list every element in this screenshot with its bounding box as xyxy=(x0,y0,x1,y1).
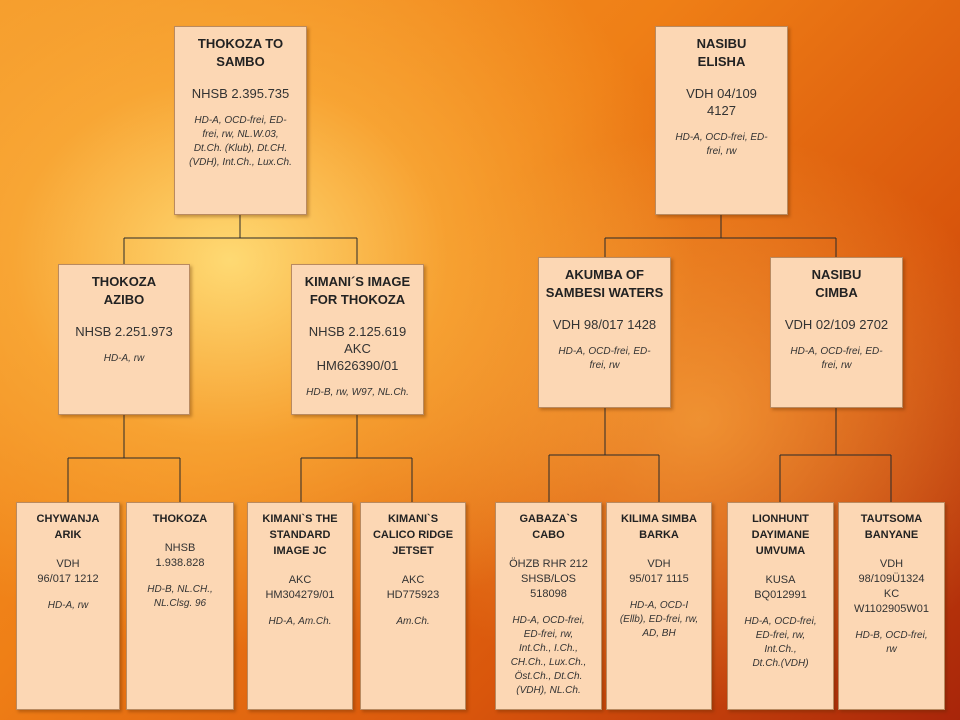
grandparent-registration: KUSA BQ012991 xyxy=(754,574,807,601)
grandparent-name: KIMANI`S CALICO RIDGE JETSET xyxy=(372,513,454,557)
grandparent-box-4: KIMANI`S CALICO RIDGE JETSET AKC HD77592… xyxy=(360,502,466,710)
dam-sire-name: AKUMBA OF SAMBESI WATERS xyxy=(545,267,664,300)
grandparent-box-2: THOKOZA NHSB 1.938.828 HD-B, NL.CH., NL.… xyxy=(126,502,234,710)
grandparent-name: LIONHUNT DAYIMANE UMVUMA xyxy=(751,513,810,557)
grandparent-registration: VDH 96/017 1212 xyxy=(37,558,99,585)
grandparent-name: KILIMA SIMBA BARKA xyxy=(621,513,697,541)
dam-sire-titles: HD-A, OCD-frei, ED- frei, rw xyxy=(558,346,651,371)
sire-registration: NHSB 2.395.735 xyxy=(191,86,290,101)
sire-sire-name: THOKOZA AZIBO xyxy=(91,274,157,307)
sire-titles: HD-A, OCD-frei, ED- frei, rw, NL.W.03, D… xyxy=(189,115,292,168)
grandparent-registration: ÖHZB RHR 212 SHSB/LOS 518098 xyxy=(509,558,588,600)
grandparent-name: TAUTSOMA BANYANE xyxy=(860,513,923,541)
grandparent-titles: HD-A, OCD-frei, ED-frei, rw, Int.Ch., Dt… xyxy=(744,616,817,669)
dam-dam-box: NASIBU CIMBA VDH 02/109 2702 HD-A, OCD-f… xyxy=(770,257,903,408)
grandparent-titles: HD-A, OCD-I (Ellb), ED-frei, rw, AD, BH xyxy=(619,600,699,639)
sire-dam-registration: NHSB 2.125.619 AKC HM626390/01 xyxy=(308,324,407,373)
dam-name: NASIBU ELISHA xyxy=(696,36,747,69)
grandparent-name: CHYWANJA ARIK xyxy=(36,513,100,541)
grandparent-name: KIMANI`S THE STANDARD IMAGE JC xyxy=(262,513,338,557)
sire-box: THOKOZA TO SAMBO NHSB 2.395.735 HD-A, OC… xyxy=(174,26,307,215)
grandparent-titles: HD-B, OCD-frei, rw xyxy=(855,630,928,655)
sire-sire-box: THOKOZA AZIBO NHSB 2.251.973 HD-A, rw xyxy=(58,264,190,415)
dam-sire-registration: VDH 98/017 1428 xyxy=(552,317,657,332)
grandparent-box-3: KIMANI`S THE STANDARD IMAGE JC AKC HM304… xyxy=(247,502,353,710)
dam-box: NASIBU ELISHA VDH 04/109 4127 HD-A, OCD-… xyxy=(655,26,788,215)
dam-registration: VDH 04/109 4127 xyxy=(686,86,757,118)
dam-sire-box: AKUMBA OF SAMBESI WATERS VDH 98/017 1428… xyxy=(538,257,671,408)
grandparent-titles: HD-A, rw xyxy=(47,600,89,611)
sire-dam-name: KIMANI´S IMAGE FOR THOKOZA xyxy=(304,274,411,307)
grandparent-box-7: LIONHUNT DAYIMANE UMVUMA KUSA BQ012991 H… xyxy=(727,502,834,710)
dam-dam-registration: VDH 02/109 2702 xyxy=(784,317,889,332)
grandparent-titles: HD-B, NL.CH., NL.Clsg. 96 xyxy=(147,584,213,609)
grandparent-name: GABAZA`S CABO xyxy=(519,513,578,541)
grandparent-registration: VDH 95/017 1115 xyxy=(629,558,689,585)
grandparent-box-5: GABAZA`S CABO ÖHZB RHR 212 SHSB/LOS 5180… xyxy=(495,502,602,710)
dam-titles: HD-A, OCD-frei, ED- frei, rw xyxy=(675,132,768,157)
grandparent-name: THOKOZA xyxy=(152,513,208,525)
grandparent-registration: AKC HD775923 xyxy=(386,574,440,601)
sire-name: THOKOZA TO SAMBO xyxy=(197,36,284,69)
grandparent-registration: AKC HM304279/01 xyxy=(265,574,335,601)
grandparent-titles: HD-A, Am.Ch. xyxy=(268,616,332,627)
sire-sire-titles: HD-A, rw xyxy=(103,353,145,364)
dam-dam-titles: HD-A, OCD-frei, ED- frei, rw xyxy=(790,346,883,371)
grandparent-titles: Am.Ch. xyxy=(396,616,430,627)
grandparent-registration: NHSB 1.938.828 xyxy=(155,542,205,569)
grandparent-titles: HD-A, OCD-frei, ED-frei, rw, Int.Ch., I.… xyxy=(510,615,587,696)
sire-sire-registration: NHSB 2.251.973 xyxy=(75,324,173,339)
grandparent-registration: VDH 98/109Ü1324 KC W1102905W01 xyxy=(853,558,929,615)
sire-dam-titles: HD-B, rw, W97, NL.Ch. xyxy=(306,387,409,398)
grandparent-box-8: TAUTSOMA BANYANE VDH 98/109Ü1324 KC W110… xyxy=(838,502,945,710)
dam-dam-name: NASIBU CIMBA xyxy=(811,267,862,300)
sire-dam-box: KIMANI´S IMAGE FOR THOKOZA NHSB 2.125.61… xyxy=(291,264,424,415)
grandparent-box-1: CHYWANJA ARIK VDH 96/017 1212 HD-A, rw xyxy=(16,502,120,710)
grandparent-box-6: KILIMA SIMBA BARKA VDH 95/017 1115 HD-A,… xyxy=(606,502,712,710)
